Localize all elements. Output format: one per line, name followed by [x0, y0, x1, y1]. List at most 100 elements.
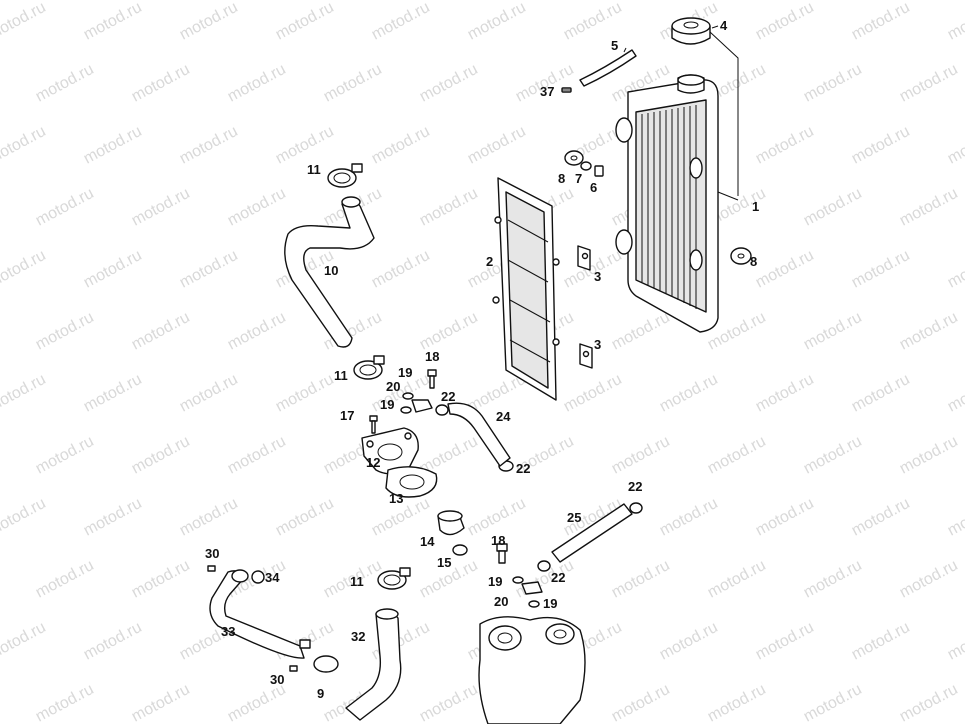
- watermark-text: motod.ru: [177, 371, 241, 416]
- watermark-text: motod.ru: [849, 371, 913, 416]
- watermark-text: motod.ru: [609, 557, 673, 602]
- watermark-text: motod.ru: [129, 433, 193, 478]
- watermark-text: motod.ru: [945, 495, 965, 540]
- gasket: [385, 466, 438, 498]
- callout-12: 12: [366, 455, 380, 470]
- callout-18a: 18: [425, 349, 439, 364]
- callout-labels: 1 2 3 3 4 5 6 7 8 8 9 10 11 11 11 12 13 …: [205, 18, 759, 701]
- watermark-text: motod.ru: [897, 433, 961, 478]
- watermark-text: motod.ru: [609, 433, 673, 478]
- callout-25: 25: [567, 510, 581, 525]
- callout-20b: 20: [494, 594, 508, 609]
- watermark-text: motod.ru: [945, 371, 965, 416]
- watermark-text: motod.ru: [801, 681, 865, 724]
- watermark-text: motod.ru: [609, 309, 673, 354]
- watermark-text: motod.ru: [369, 247, 433, 292]
- brackets: [577, 245, 593, 369]
- watermark-text: motod.ru: [801, 309, 865, 354]
- callout-19a: 19: [398, 365, 412, 380]
- watermark-text: motod.ru: [225, 185, 289, 230]
- watermark-text: motod.ru: [0, 0, 49, 44]
- callout-7: 7: [575, 171, 582, 186]
- watermark-text: motod.ru: [225, 681, 289, 724]
- watermark-text: motod.ru: [801, 557, 865, 602]
- watermark-text: motod.ru: [33, 61, 97, 106]
- watermark-text: motod.ru: [753, 371, 817, 416]
- watermark-text: motod.ru: [0, 247, 49, 292]
- callout-30b: 30: [270, 672, 284, 687]
- callout-8b: 8: [750, 254, 757, 269]
- callout-17: 17: [340, 408, 354, 423]
- watermark-text: motod.ru: [129, 309, 193, 354]
- callout-8a: 8: [558, 171, 565, 186]
- callout-33: 33: [221, 624, 235, 639]
- watermark-text: motod.ru: [657, 371, 721, 416]
- watermark-text: motod.ru: [561, 0, 625, 44]
- thermostat: [437, 510, 468, 556]
- callout-11b: 11: [334, 368, 348, 383]
- watermark-text: motod.ru: [129, 185, 193, 230]
- watermark-text: motod.ru: [33, 309, 97, 354]
- watermark-text: motod.ru: [657, 495, 721, 540]
- watermark-text: motod.ru: [417, 309, 481, 354]
- watermark-text: motod.ru: [177, 0, 241, 44]
- watermark-text: motod.ru: [33, 433, 97, 478]
- watermark-text: motod.ru: [0, 371, 49, 416]
- bypass-hose: [209, 569, 339, 673]
- callout-6: 6: [590, 180, 597, 195]
- callout-24: 24: [496, 409, 511, 424]
- callout-22c: 22: [628, 479, 642, 494]
- watermark-text: motod.ru: [369, 123, 433, 168]
- radiator: [615, 74, 739, 333]
- callout-22b: 22: [516, 461, 530, 476]
- lower-hose: [345, 608, 402, 721]
- leader-lines: [562, 25, 719, 91]
- bolts: [369, 369, 508, 564]
- callout-30a: 30: [205, 546, 219, 561]
- watermark-text: motod.ru: [753, 123, 817, 168]
- watermark-text: motod.ru: [417, 61, 481, 106]
- callout-11a: 11: [307, 162, 321, 177]
- watermark-text: motod.ru: [129, 557, 193, 602]
- watermark-text: motod.ru: [849, 0, 913, 44]
- watermark-text: motod.ru: [945, 247, 965, 292]
- watermark-text: motod.ru: [849, 495, 913, 540]
- watermark-text: motod.ru: [81, 0, 145, 44]
- watermark-text: motod.ru: [177, 495, 241, 540]
- callout-32: 32: [351, 629, 365, 644]
- watermark-text: motod.ru: [561, 247, 625, 292]
- hose-clamps: [327, 163, 411, 590]
- callout-34: 34: [265, 570, 280, 585]
- watermark-text: motod.ru: [801, 433, 865, 478]
- watermark-text: motod.ru: [225, 433, 289, 478]
- callout-15: 15: [437, 555, 451, 570]
- watermark-text: motod.ru: [849, 247, 913, 292]
- watermark-text: motod.ru: [177, 123, 241, 168]
- callout-1: 1: [752, 199, 759, 214]
- watermark-text: motod.ru: [81, 123, 145, 168]
- callout-4: 4: [720, 18, 728, 33]
- watermark-text: motod.ru: [753, 619, 817, 664]
- hose-24: [447, 402, 511, 467]
- callout-11c: 11: [350, 574, 364, 589]
- watermark-text: motod.ru: [657, 619, 721, 664]
- watermark-text: motod.ru: [81, 619, 145, 664]
- watermark-text: motod.ru: [465, 0, 529, 44]
- watermark-text: motod.ru: [609, 681, 673, 724]
- watermark-text: motod.ru: [0, 619, 49, 664]
- watermark-text: motod.ru: [801, 61, 865, 106]
- watermark-text: motod.ru: [897, 185, 961, 230]
- watermark-text: motod.ru: [801, 185, 865, 230]
- callout-2: 2: [486, 254, 493, 269]
- watermark-text: motod.ru: [705, 433, 769, 478]
- callout-5: 5: [611, 38, 618, 53]
- screws: [207, 565, 298, 672]
- callout-19c: 19: [488, 574, 502, 589]
- watermark-text: motod.ru: [81, 371, 145, 416]
- watermark-text: motod.ru: [753, 247, 817, 292]
- watermark-text: motod.ru: [945, 0, 965, 44]
- watermark-text: motod.ru: [81, 247, 145, 292]
- watermark-text: motod.ru: [225, 61, 289, 106]
- watermark-text: motod.ru: [417, 185, 481, 230]
- watermark-text: motod.ru: [33, 681, 97, 724]
